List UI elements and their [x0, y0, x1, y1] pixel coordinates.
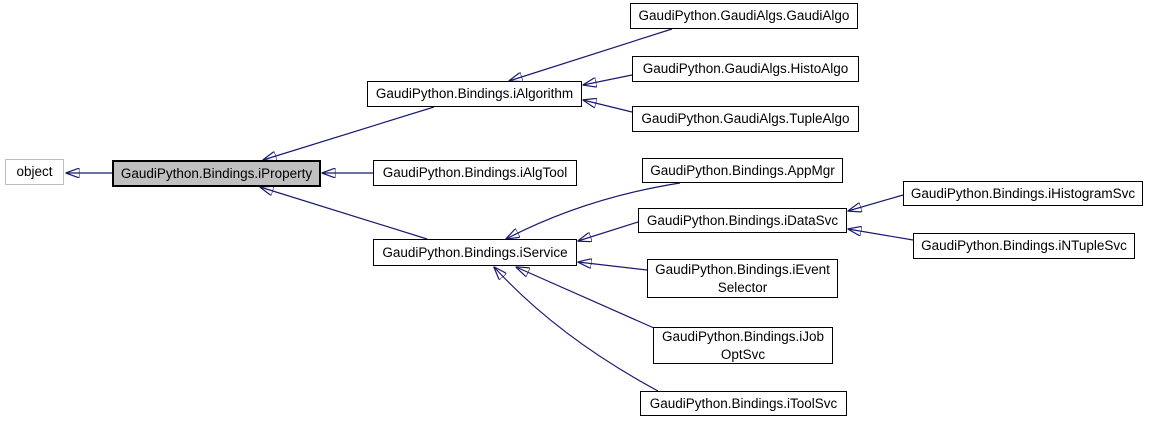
class-node-label: object [16, 164, 53, 179]
class-node-itoolsvc[interactable]: GaudiPython.Bindings.iToolSvc [640, 391, 847, 416]
class-node-object: object [5, 159, 64, 185]
edge-gaudialgo-to-ialgorithm [509, 28, 673, 81]
class-node-iproperty[interactable]: GaudiPython.Bindings.iProperty [112, 160, 321, 187]
edge-iservice-to-iproperty [260, 187, 428, 240]
class-node-label: GaudiPython.GaudiAlgs.GaudiAlgo [638, 8, 850, 23]
class-node-label: GaudiPython.Bindings.iToolSvc [649, 395, 838, 411]
class-node-idatasvc[interactable]: GaudiPython.Bindings.iDataSvc [638, 208, 847, 233]
class-node-intuplesvc[interactable]: GaudiPython.Bindings.iNTupleSvc [913, 233, 1135, 259]
edge-ihistogramsvc-to-idatasvc [848, 194, 904, 211]
class-node-label: GaudiPython.Bindings.iDataSvc [646, 212, 839, 228]
class-node-label: GaudiPython.Bindings.iAlgTool [382, 165, 568, 180]
class-node-ijoboptsvc[interactable]: GaudiPython.Bindings.iJob OptSvc [653, 327, 833, 364]
class-node-label-line2: Selector [717, 279, 768, 295]
class-node-label: GaudiPython.Bindings.iService [382, 244, 568, 260]
edge-idatasvc-to-iservice [578, 221, 639, 241]
edge-ialgorithm-to-iproperty [263, 106, 435, 160]
class-node-label: GaudiPython.Bindings.iNTupleSvc [921, 238, 1127, 253]
class-node-gaudialgo[interactable]: GaudiPython.GaudiAlgs.GaudiAlgo [630, 3, 858, 29]
class-node-histoalgo[interactable]: GaudiPython.GaudiAlgs.HistoAlgo [632, 56, 859, 82]
class-node-ialgorithm[interactable]: GaudiPython.Bindings.iAlgorithm [367, 81, 582, 107]
class-node-tuplealgo[interactable]: GaudiPython.GaudiAlgs.TupleAlgo [632, 106, 859, 132]
class-node-label: GaudiPython.Bindings.iAlgorithm [375, 86, 574, 101]
class-node-label: GaudiPython.Bindings.iProperty [120, 165, 313, 181]
class-node-label: GaudiPython.Bindings.iHistogramSvc [910, 185, 1136, 201]
class-node-appmgr[interactable]: GaudiPython.Bindings.AppMgr [642, 158, 843, 183]
class-node-label: GaudiPython.GaudiAlgs.HistoAlgo [642, 61, 849, 76]
class-node-label: GaudiPython.Bindings.AppMgr [650, 162, 835, 178]
class-node-label-line1: GaudiPython.Bindings.iEvent [655, 261, 830, 277]
class-node-ieventselector[interactable]: GaudiPython.Bindings.iEvent Selector [647, 259, 838, 298]
edge-itoolsvc-to-iservice [494, 267, 659, 392]
edge-ieventselector-to-iservice [578, 262, 648, 271]
class-node-label-line2: OptSvc [720, 346, 766, 362]
edge-appmgr-to-iservice [506, 182, 681, 239]
class-node-label: GaudiPython.GaudiAlgs.TupleAlgo [641, 111, 850, 126]
class-node-ihistogramsvc[interactable]: GaudiPython.Bindings.iHistogramSvc [903, 181, 1143, 206]
class-node-ialgtool[interactable]: GaudiPython.Bindings.iAlgTool [373, 160, 577, 186]
edge-intuplesvc-to-idatasvc [848, 229, 914, 241]
edge-ijoboptsvc-to-iservice [516, 267, 655, 329]
class-node-iservice[interactable]: GaudiPython.Bindings.iService [373, 239, 577, 266]
edge-histoalgo-to-ialgorithm [583, 74, 633, 85]
edge-tuplealgo-to-ialgorithm [583, 100, 633, 113]
class-node-label-line1: GaudiPython.Bindings.iJob [661, 328, 825, 344]
